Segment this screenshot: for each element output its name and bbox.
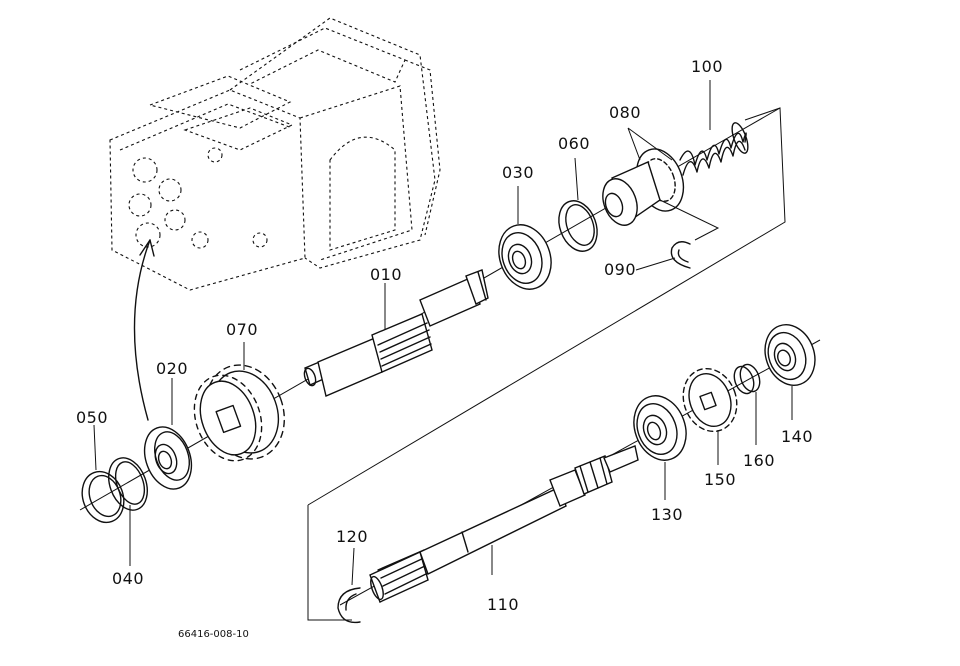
label-part-110: 110 [487,595,520,614]
ring-040 [108,457,148,511]
bearing-020 [143,426,193,490]
label-part-100: 100 [691,57,724,76]
upper-shaft-frame [307,107,786,506]
label-part-030: 030 [502,163,535,182]
label-part-150: 150 [704,470,737,489]
bearing-130 [633,395,687,500]
label-part-070: 070 [226,320,259,339]
shaft-010 [303,269,489,397]
assembly-arrow [133,239,151,421]
label-part-120: 120 [336,527,369,546]
snap-ring-060 [558,200,598,252]
leader-090 [635,257,676,271]
leader-050 [93,424,97,471]
bearing-030 [498,224,552,290]
leader-frame-090 [659,199,720,241]
collar-160 [733,363,761,445]
clip-090 [670,241,691,269]
drawing-code: 66416-008-10 [178,629,249,640]
clip-120 [337,547,361,624]
label-part-080: 080 [609,103,642,122]
arrow-head [139,239,155,257]
lower-shaft-frame [307,505,352,621]
shaft-110 [369,445,639,603]
leader-060 [574,157,579,201]
label-part-010: 010 [370,265,403,284]
transmission-housing [109,17,441,291]
label-part-060: 060 [558,134,591,153]
gear-150 [682,367,738,465]
label-part-130: 130 [651,505,684,524]
label-part-090: 090 [604,260,637,279]
coupling-080 [602,148,685,226]
bearing-140 [764,324,816,420]
spring-100 [679,122,749,176]
label-part-040: 040 [112,569,145,588]
label-part-020: 020 [156,359,189,378]
leader-080 [627,127,673,161]
label-part-050: 050 [76,408,109,427]
label-part-140: 140 [781,427,814,446]
label-part-160: 160 [743,451,776,470]
gear-070 [193,364,286,462]
